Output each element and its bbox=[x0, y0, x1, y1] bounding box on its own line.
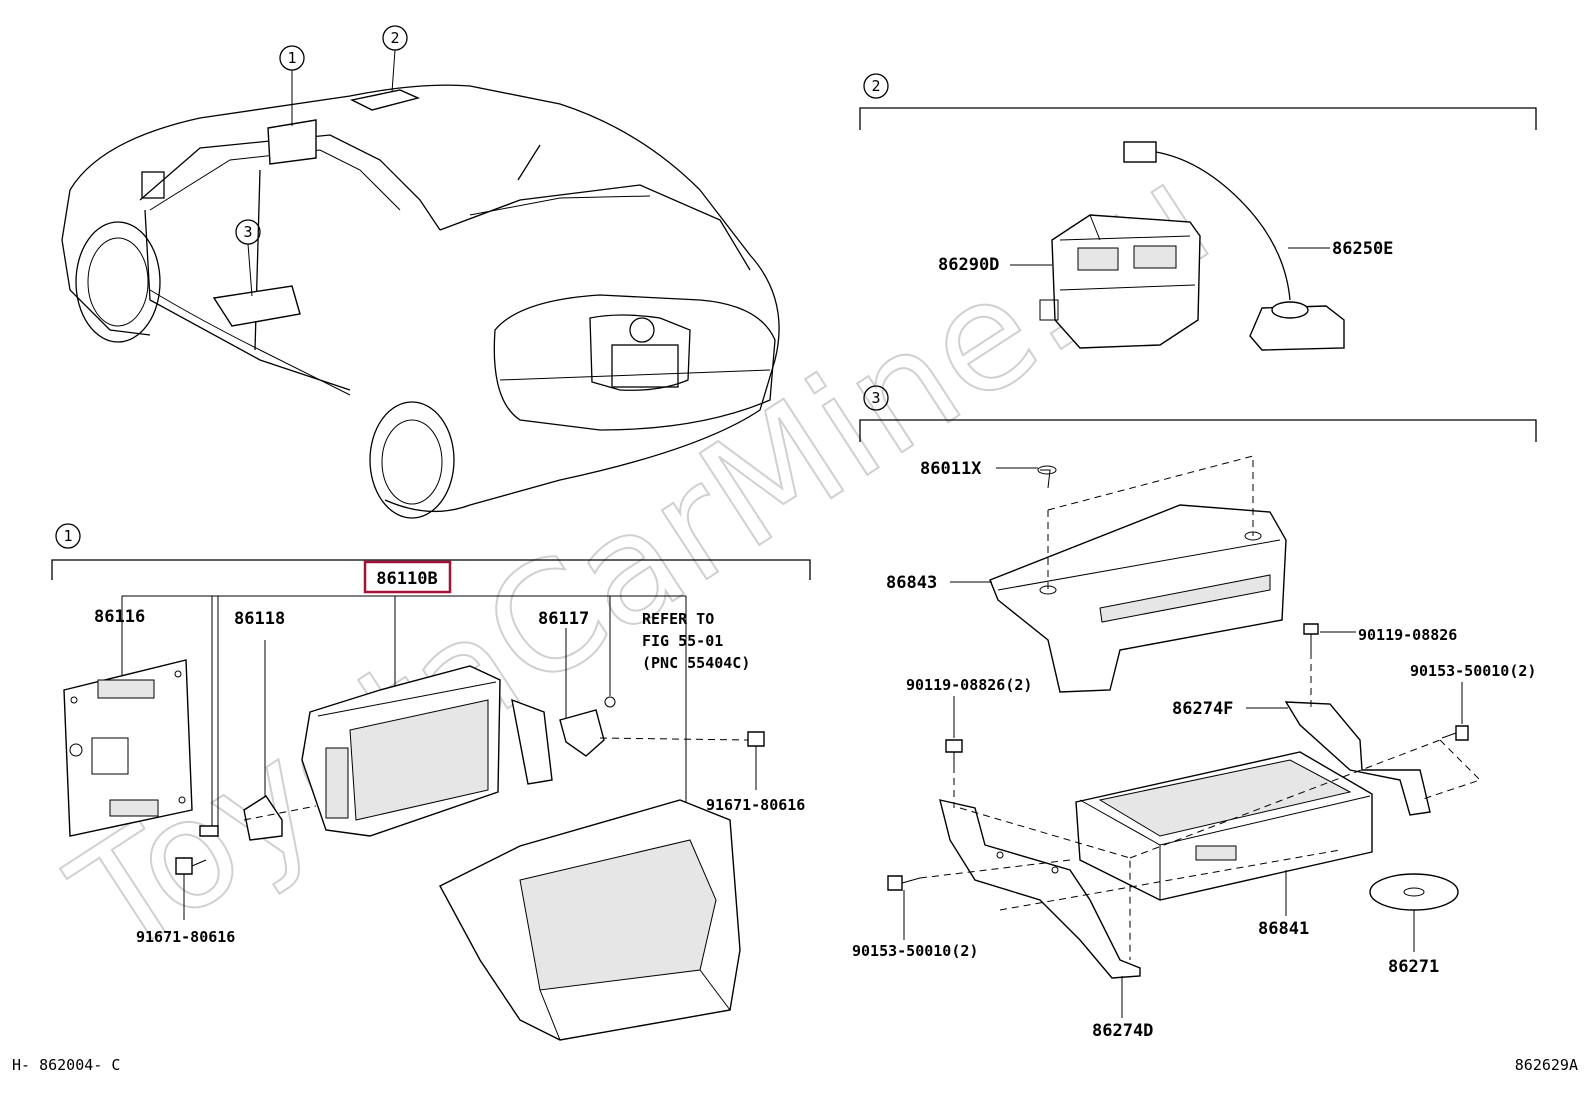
part-86250E-drawing bbox=[1123, 141, 1345, 351]
label-90119-08826-2: 90119-08826(2) bbox=[906, 676, 1032, 738]
svg-text:86290D: 86290D bbox=[938, 255, 999, 275]
main-part-highlight-box bbox=[363, 560, 452, 594]
svg-text:90153-50010(2): 90153-50010(2) bbox=[852, 942, 978, 960]
label-86843: 86843 bbox=[886, 573, 992, 593]
car-illustration bbox=[61, 84, 780, 519]
callout-number: 3 bbox=[243, 223, 252, 241]
svg-text:FIG 55-01: FIG 55-01 bbox=[642, 632, 723, 650]
part-86110B-drawing bbox=[301, 665, 553, 837]
group-2-number: 2 bbox=[871, 77, 880, 95]
group-3-assembly-lines bbox=[919, 652, 1481, 960]
group-1-assembly-lines bbox=[243, 737, 749, 821]
svg-text:REFER TO: REFER TO bbox=[642, 610, 714, 628]
car-callout-1: 1 bbox=[279, 45, 305, 126]
part-86290D-drawing bbox=[1039, 214, 1201, 349]
part-86843-drawing bbox=[989, 455, 1287, 693]
footer-left-code: H- 862004- C bbox=[12, 1056, 120, 1074]
svg-text:86274F: 86274F bbox=[1172, 699, 1233, 719]
part-86118-drawing bbox=[243, 795, 283, 841]
part-86117-drawing bbox=[559, 696, 616, 757]
svg-text:(PNC 55404C): (PNC 55404C) bbox=[642, 654, 750, 672]
svg-text:86250E: 86250E bbox=[1332, 239, 1393, 259]
label-91671-80616-right: 91671-80616 bbox=[706, 796, 805, 814]
bolt-90153-right bbox=[1441, 725, 1469, 741]
label-86274F: 86274F bbox=[1172, 699, 1288, 719]
main-part-86110B[interactable]: 86110B bbox=[363, 560, 452, 594]
callout-number: 1 bbox=[287, 49, 296, 67]
bolt-91671-right bbox=[747, 731, 765, 790]
svg-text:90119-08826(2): 90119-08826(2) bbox=[906, 676, 1032, 694]
part-86274D-drawing bbox=[939, 799, 1141, 979]
bolt-90119-top bbox=[1303, 623, 1319, 652]
part-86116-drawing bbox=[63, 659, 193, 837]
bolt-91671-left bbox=[175, 857, 207, 920]
svg-text:86271: 86271 bbox=[1388, 957, 1439, 977]
svg-text:86274D: 86274D bbox=[1092, 1021, 1153, 1041]
svg-text:90153-50010(2): 90153-50010(2) bbox=[1410, 662, 1536, 680]
bolt-90119-left bbox=[945, 739, 963, 766]
label-90153-50010-right: 90153-50010(2) bbox=[1410, 662, 1536, 724]
label-86290D: 86290D bbox=[938, 255, 1052, 275]
car-callout-3: 3 bbox=[235, 219, 261, 297]
label-86274D: 86274D bbox=[1092, 976, 1153, 1041]
label-90153-50010-left: 90153-50010(2) bbox=[852, 890, 978, 960]
bezel-panel-drawing bbox=[439, 799, 741, 1041]
label-91671-80616-left: 91671-80616 bbox=[136, 928, 235, 946]
refer-note: REFER TO FIG 55-01 (PNC 55404C) bbox=[642, 610, 750, 672]
group-1-number: 1 bbox=[63, 527, 72, 545]
group-3-number: 3 bbox=[871, 389, 880, 407]
part-86271-drawing bbox=[1369, 873, 1459, 911]
callout-number: 2 bbox=[390, 29, 399, 47]
svg-text:86011X: 86011X bbox=[920, 459, 982, 479]
svg-text:86841: 86841 bbox=[1258, 919, 1309, 939]
label-86011X: 86011X bbox=[920, 459, 1038, 479]
label-86118: 86118 bbox=[234, 609, 285, 629]
group-3-frame: 3 bbox=[859, 385, 1537, 442]
part-86841-drawing bbox=[1075, 751, 1373, 901]
label-86841: 86841 bbox=[1258, 870, 1309, 939]
label-86116: 86116 bbox=[94, 607, 145, 627]
footer-right-code: 862629A bbox=[1515, 1056, 1578, 1074]
label-86271: 86271 bbox=[1388, 910, 1439, 977]
label-86117: 86117 bbox=[538, 609, 589, 629]
part-86274F-drawing bbox=[1284, 701, 1431, 816]
group-1-frame: 1 bbox=[51, 523, 811, 580]
label-90119-08826: 90119-08826 bbox=[1320, 626, 1457, 644]
bolt-90153-left bbox=[887, 875, 921, 891]
screw-left-small bbox=[199, 825, 219, 837]
svg-text:90119-08826: 90119-08826 bbox=[1358, 626, 1457, 644]
group-2-frame: 2 bbox=[859, 73, 1537, 130]
group-1-bracket-lines bbox=[121, 595, 687, 826]
label-86250E: 86250E bbox=[1288, 239, 1393, 259]
main-part-number[interactable]: 86110B bbox=[376, 569, 437, 589]
svg-text:86843: 86843 bbox=[886, 573, 937, 593]
car-callout-2: 2 bbox=[382, 25, 408, 93]
